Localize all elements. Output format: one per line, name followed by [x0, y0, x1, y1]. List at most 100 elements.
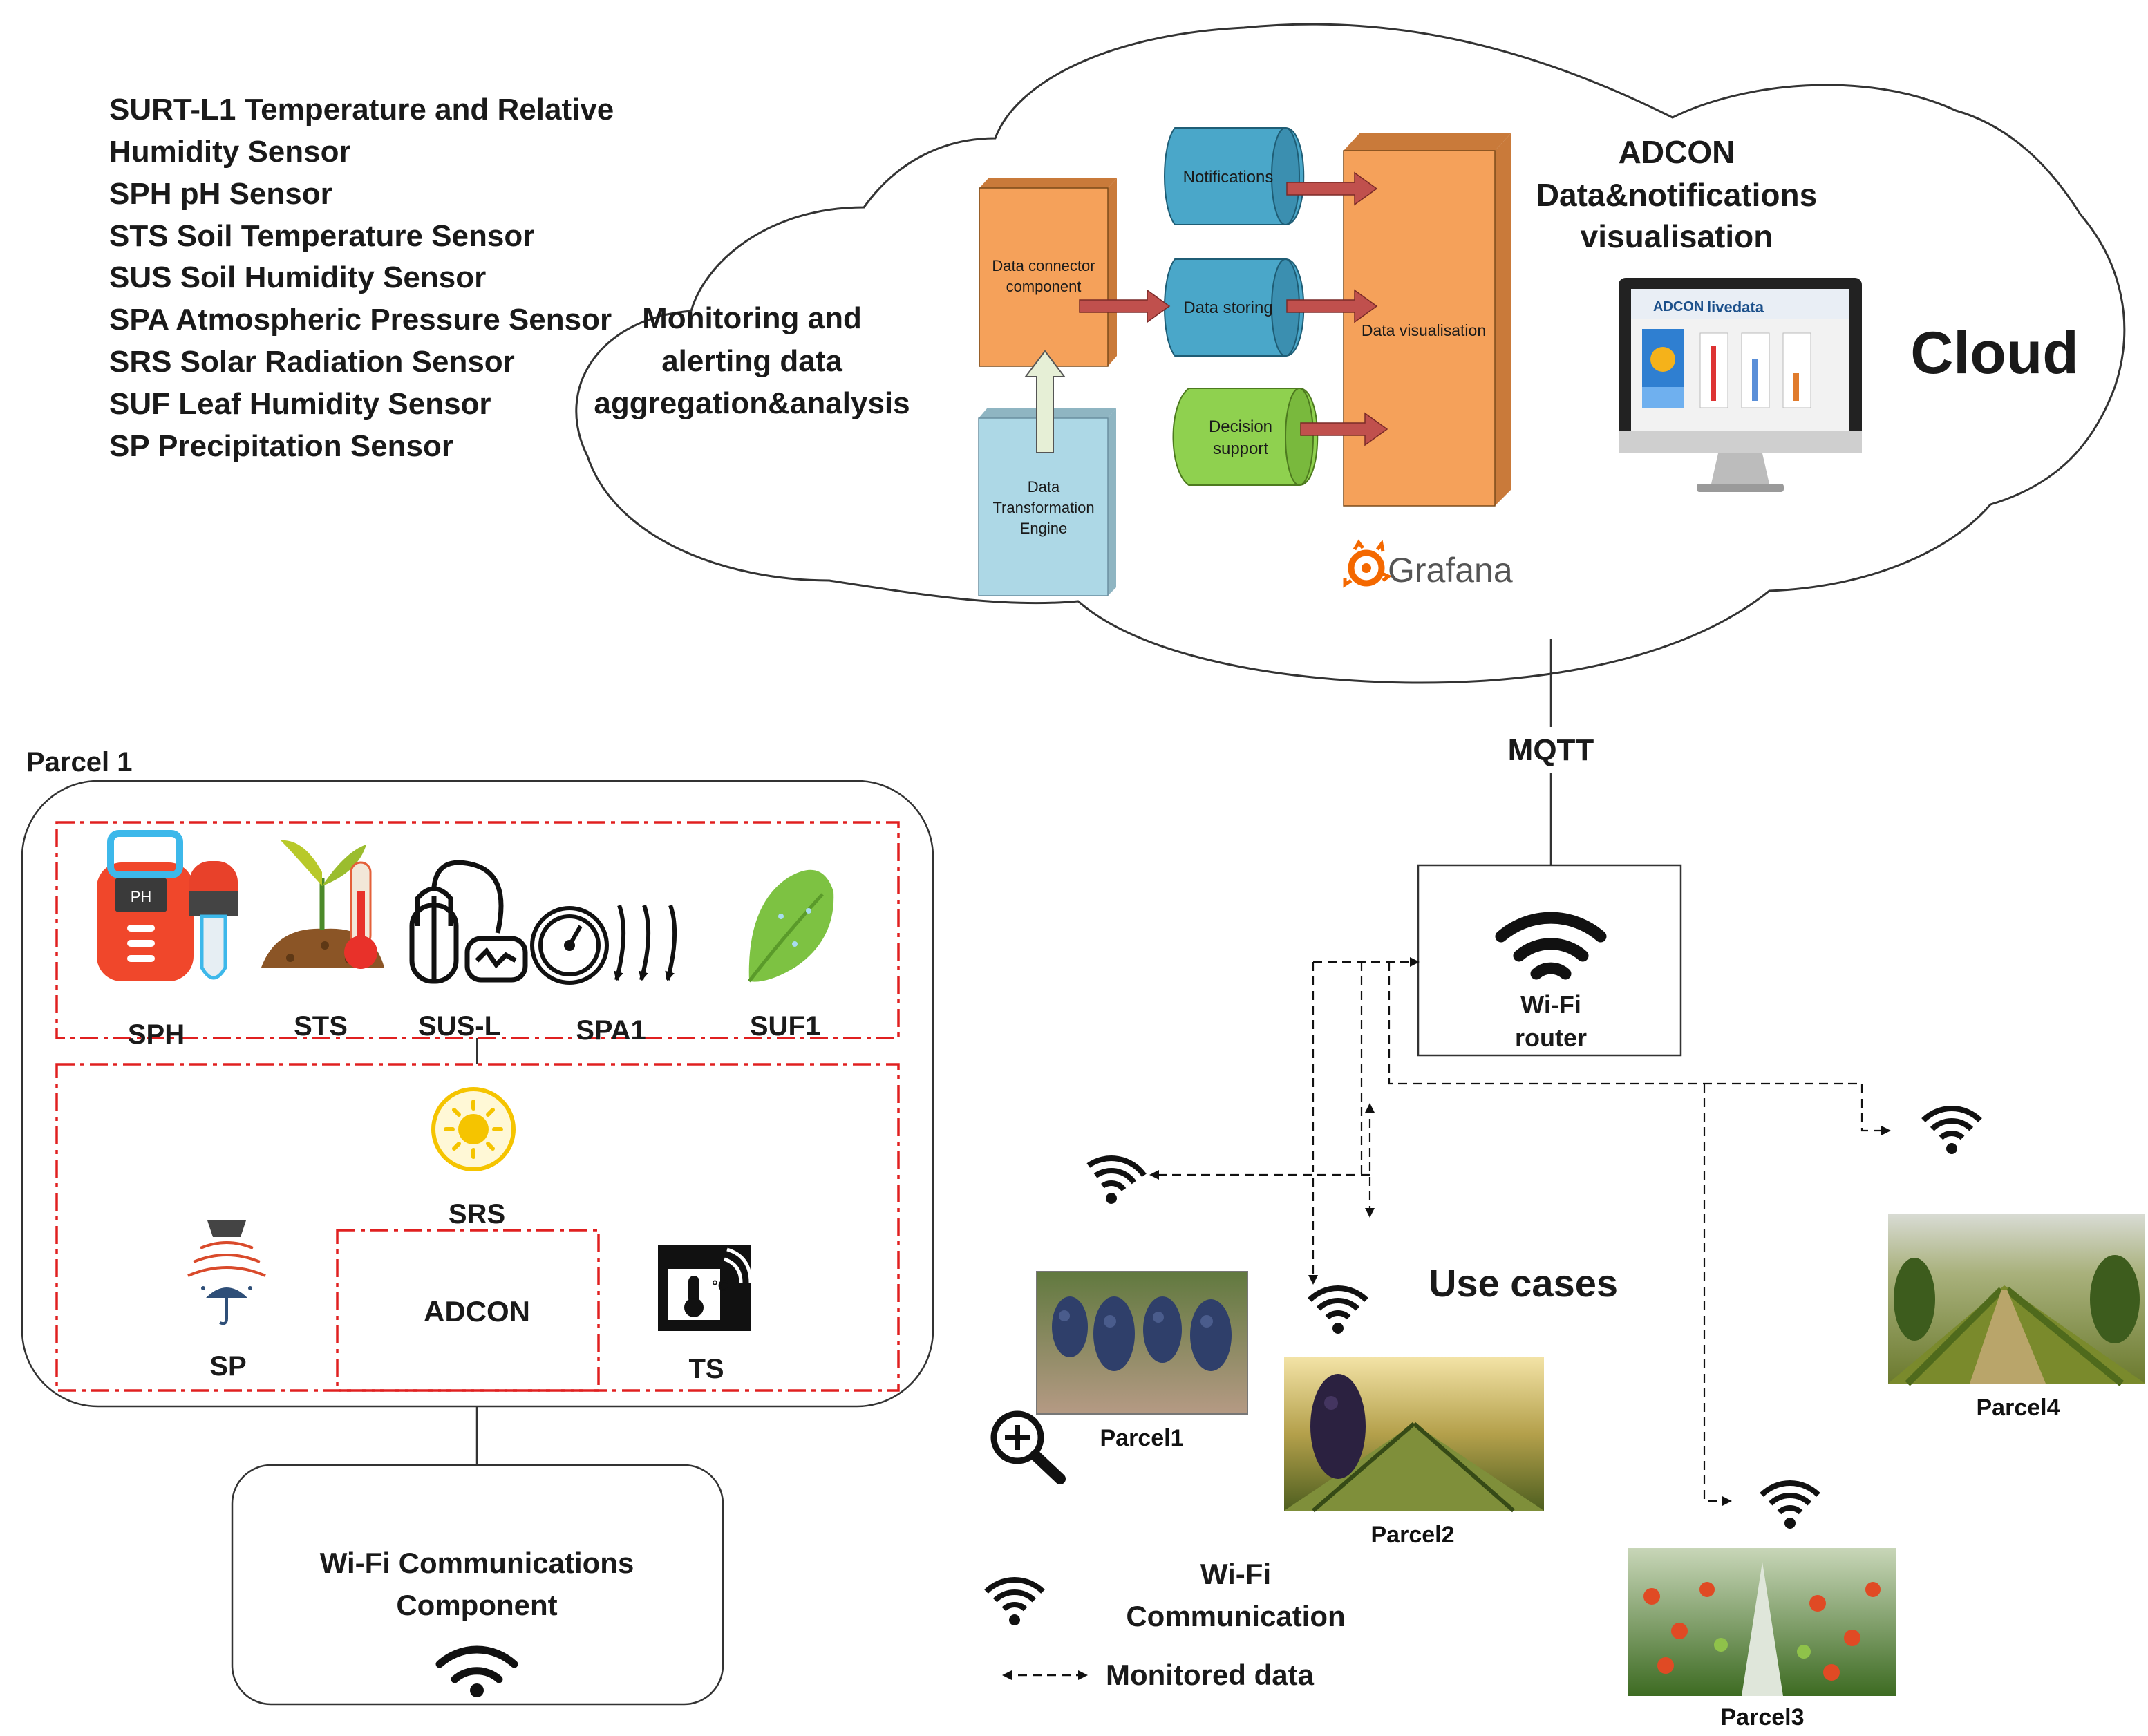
notifications-to-visualisation-arrow	[1286, 171, 1378, 206]
parcel2-photo	[1284, 1357, 1544, 1513]
wifi-component-line: Wi-Fi Communications	[320, 1547, 634, 1579]
sensor-group-bottom	[55, 1063, 900, 1392]
cloud-label: Cloud	[1910, 320, 2079, 386]
legend-monitored-label: Monitored data	[1106, 1659, 1315, 1691]
mqtt-label: MQTT	[1508, 733, 1594, 767]
soil-temperature-icon	[261, 840, 384, 969]
wifi-component-line: Component	[396, 1589, 557, 1621]
monitoring-line: Monitoring and	[642, 301, 862, 335]
sensor-list-line: Humidity Sensor	[109, 135, 351, 169]
data-transformation-line: Data	[1028, 478, 1060, 496]
wifi-communications-component: Wi-Fi Communications Component	[231, 1464, 724, 1706]
use-cases-label: Use cases	[1429, 1261, 1618, 1305]
monitor-icon: ADCON livedata	[1619, 278, 1862, 492]
wifi-component-icon	[435, 1645, 518, 1683]
notifications-label: Notifications	[1183, 168, 1274, 187]
sensor-list-line: SUS Soil Humidity Sensor	[109, 261, 486, 294]
data-transformation-line: Engine	[1020, 520, 1068, 537]
wifi-router-box: Wi-Fi router	[1417, 864, 1682, 1057]
storing-to-visualisation-arrow	[1286, 289, 1378, 323]
legend-wifi-line: Wi-Fi	[1200, 1558, 1271, 1590]
monitoring-label: Monitoring and alerting data aggregation…	[594, 301, 910, 420]
data-connector-line: component	[1006, 278, 1082, 295]
sensor-group-top	[55, 821, 900, 1039]
router-line: Wi-Fi	[1520, 990, 1581, 1019]
adcon-group	[336, 1229, 600, 1392]
data-storing-cylinder: Data storing	[1164, 258, 1305, 357]
parcel1-title: Parcel 1	[26, 747, 132, 777]
solar-radiation-icon	[431, 1087, 516, 1171]
sensor-list-line: SPH pH Sensor	[109, 177, 332, 211]
decision-to-visualisation-arrow	[1300, 412, 1388, 446]
parcel4-label: Parcel4	[1977, 1395, 2060, 1421]
monitoring-line: aggregation&analysis	[594, 386, 910, 420]
parcel1-label: Parcel1	[1100, 1425, 1184, 1451]
wifi-signal-icon	[1760, 1480, 1820, 1529]
atmospheric-pressure-icon	[530, 905, 677, 985]
adcon-line: Data&notifications	[1536, 177, 1817, 213]
monitor-brand: ADCON	[1653, 299, 1704, 314]
sensor-list-line: SURT-L1 Temperature and Relative	[109, 93, 614, 126]
grafana-logo: Grafana	[1343, 539, 1513, 589]
parcel3-label: Parcel3	[1721, 1704, 1805, 1730]
decision-support-line: Decision	[1209, 417, 1272, 436]
legend-wifi-icon	[984, 1577, 1045, 1625]
wifi-signal-icon	[1308, 1285, 1368, 1334]
grafana-label: Grafana	[1388, 551, 1513, 589]
monitored-data-links	[1149, 957, 1891, 1506]
legend: Wi-Fi Communication Monitored data	[984, 1558, 1346, 1691]
decision-support-line: support	[1213, 440, 1268, 458]
data-connector-line: Data connector	[992, 257, 1095, 274]
adcon-visualisation-label: ADCON Data&notifications visualisation	[1536, 134, 1817, 254]
data-visualisation-label: Data visualisation	[1362, 321, 1486, 339]
ts-label: TS	[688, 1354, 724, 1384]
sus-label: SUS-L	[418, 1011, 501, 1041]
legend-wifi-line: Communication	[1126, 1600, 1345, 1632]
transform-to-connector-arrow	[1024, 350, 1066, 453]
srs-label: SRS	[449, 1199, 505, 1229]
sensor-list-line: SUF Leaf Humidity Sensor	[109, 387, 491, 421]
sp-label: SP	[209, 1351, 246, 1381]
parcel1-dashed-groups	[55, 821, 900, 1392]
leaf-humidity-icon	[748, 869, 834, 983]
deg-c-label: °C	[712, 1277, 729, 1294]
sts-label: STS	[294, 1011, 348, 1041]
sensor-list-line: STS Soil Temperature Sensor	[109, 219, 534, 253]
sensor-list-line: SP Precipitation Sensor	[109, 429, 453, 463]
wifi-signal-icon	[1086, 1155, 1147, 1204]
parcel4-photo	[1888, 1214, 2145, 1386]
suf-label: SUF1	[750, 1011, 820, 1041]
data-visualisation-box: Data visualisation	[1343, 133, 1511, 507]
data-storing-label: Data storing	[1183, 299, 1272, 317]
sensor-list-line: SPA Atmospheric Pressure Sensor	[109, 303, 612, 337]
adcon-label: ADCON	[424, 1295, 530, 1328]
parcel1-photo	[1036, 1271, 1248, 1415]
adcon-line: ADCON	[1619, 134, 1735, 170]
wifi-signal-icon	[1921, 1106, 1982, 1154]
zoom-in-icon	[990, 1410, 1066, 1484]
spa-label: SPA1	[576, 1015, 646, 1046]
soil-humidity-icon	[409, 860, 528, 984]
monitoring-line: alerting data	[661, 344, 842, 378]
wifi-component-dot	[470, 1683, 484, 1697]
ph-sensor-icon: PH	[97, 830, 238, 981]
temperature-sensor-icon: °C	[658, 1245, 753, 1331]
sensor-list-line: SRS Solar Radiation Sensor	[109, 345, 515, 379]
wifi-router-icon	[1495, 912, 1607, 980]
precipitation-icon	[187, 1220, 266, 1325]
parcel2-label: Parcel2	[1371, 1522, 1455, 1548]
sph-label: SPH	[128, 1019, 185, 1050]
router-line: router	[1515, 1023, 1587, 1052]
data-transformation-line: Transformation	[992, 499, 1094, 516]
data-connector-component: Data connector component	[979, 178, 1117, 367]
notifications-cylinder: Notifications	[1164, 127, 1305, 225]
adcon-line: visualisation	[1581, 218, 1773, 254]
grafana-icon	[1348, 549, 1385, 587]
decision-support-cylinder: Decision support	[1172, 388, 1319, 486]
ph-tag: PH	[131, 888, 152, 905]
monitor-app: livedata	[1707, 299, 1764, 316]
link-to-parcel3	[1703, 1084, 1732, 1506]
parcel3-photo	[1628, 1548, 1896, 1696]
link-to-parcel4	[1388, 962, 1891, 1135]
